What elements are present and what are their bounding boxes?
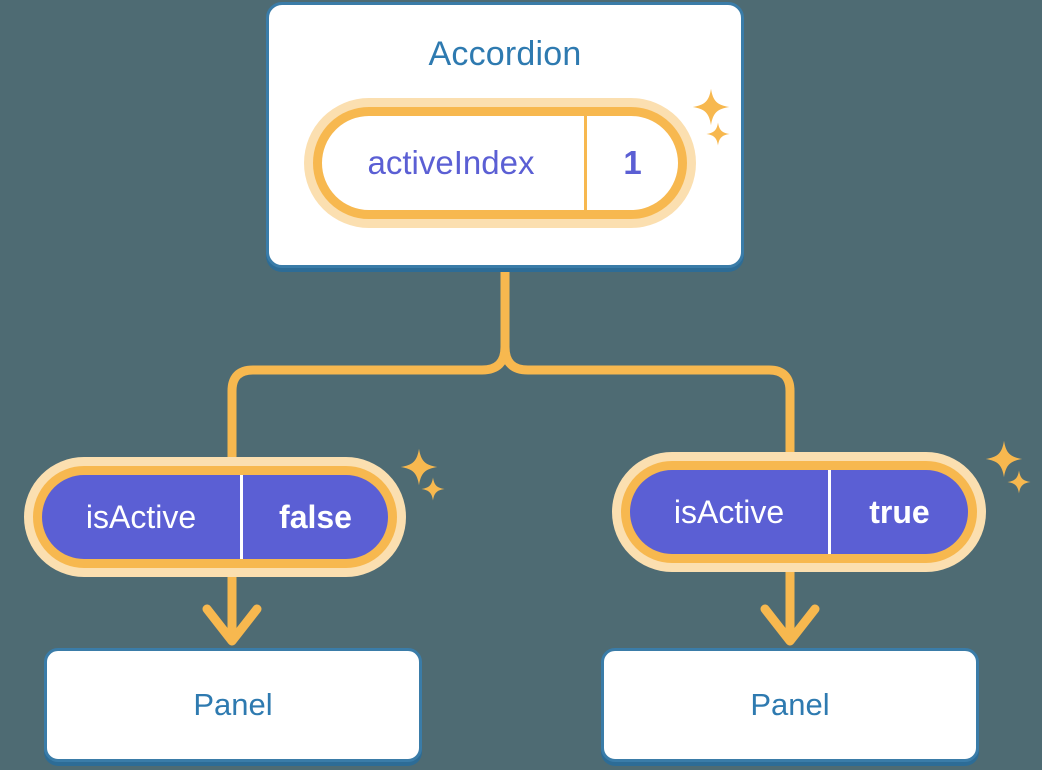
state-value-label: false [240, 475, 388, 559]
state-badge-body: activeIndex 1 [313, 107, 687, 219]
state-value-label: true [828, 470, 968, 554]
panel-label: Panel [750, 687, 830, 722]
state-badge-isActive-false[interactable]: isActive false [33, 466, 397, 568]
state-key-label: activeIndex [367, 144, 535, 181]
state-badge-activeIndex[interactable]: activeIndex 1 [313, 107, 687, 219]
state-key-label: isActive [85, 498, 197, 535]
panel-box-left[interactable]: Panel [44, 648, 422, 762]
sparkle-icon [985, 440, 1023, 478]
connector-branch-right [500, 342, 795, 471]
state-badge-body: isActive true [621, 461, 977, 563]
connector-branch-left [227, 342, 510, 471]
sparkle-icon [400, 448, 438, 486]
state-badge-body: isActive false [33, 466, 397, 568]
page-title: Accordion [428, 35, 582, 73]
connector-arrow-left [202, 574, 262, 646]
sparkle-small-icon [1007, 470, 1031, 494]
state-key-label: isActive [673, 493, 785, 530]
state-value-label: 1 [584, 116, 678, 210]
sparkle-small-icon [421, 477, 445, 501]
state-badge-isActive-true[interactable]: isActive true [621, 461, 977, 563]
panel-box-right[interactable]: Panel [601, 648, 979, 762]
connector-arrow-right [760, 568, 820, 646]
panel-label: Panel [193, 687, 273, 722]
